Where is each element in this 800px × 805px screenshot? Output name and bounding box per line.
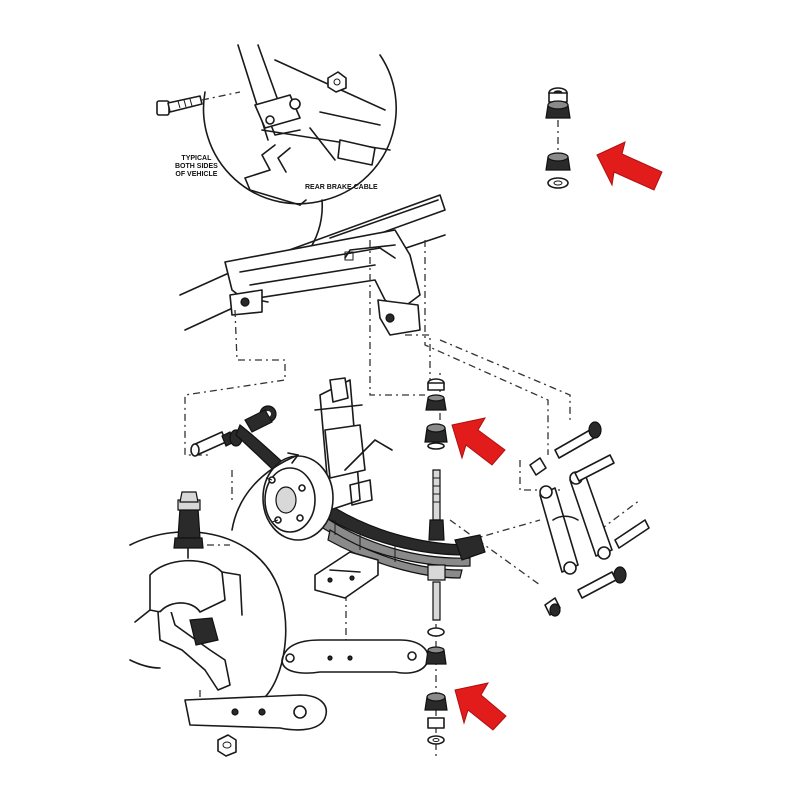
lower-spring-plate — [281, 639, 429, 674]
callout-arrow-middle — [451, 417, 506, 466]
axle-housing — [314, 377, 393, 511]
callout-arrow-bottom — [454, 682, 507, 731]
typical-label-line2: BOTH SIDES — [175, 163, 218, 170]
bushing-stack-detail — [545, 87, 571, 189]
detail-bolt — [156, 91, 241, 116]
brake-cable-clip — [244, 144, 307, 206]
typical-label-line3: OF VEHICLE — [175, 171, 218, 178]
bottom-bracket-plate — [184, 694, 327, 731]
spring-shackles — [529, 421, 650, 617]
typical-label: TYPICAL BOTH SIDES OF VEHICLE — [175, 155, 218, 179]
spring-mount-plate — [314, 551, 379, 599]
callout-arrow-top — [596, 141, 663, 191]
lower-detail-inset — [129, 531, 287, 701]
shackle-bolt-left — [190, 429, 243, 457]
assembly-path-lines — [184, 240, 641, 760]
detail-inset-circle — [202, 44, 397, 205]
bump-stop-top — [173, 491, 204, 559]
bottom-nut — [217, 734, 237, 757]
curved-leader-arrow — [231, 452, 299, 531]
typical-label-line1: TYPICAL — [181, 155, 212, 162]
chassis-frame — [179, 194, 446, 336]
shock-mount-stack — [424, 378, 448, 745]
rear-brake-cable-label: REAR BRAKE CABLE — [305, 184, 378, 191]
